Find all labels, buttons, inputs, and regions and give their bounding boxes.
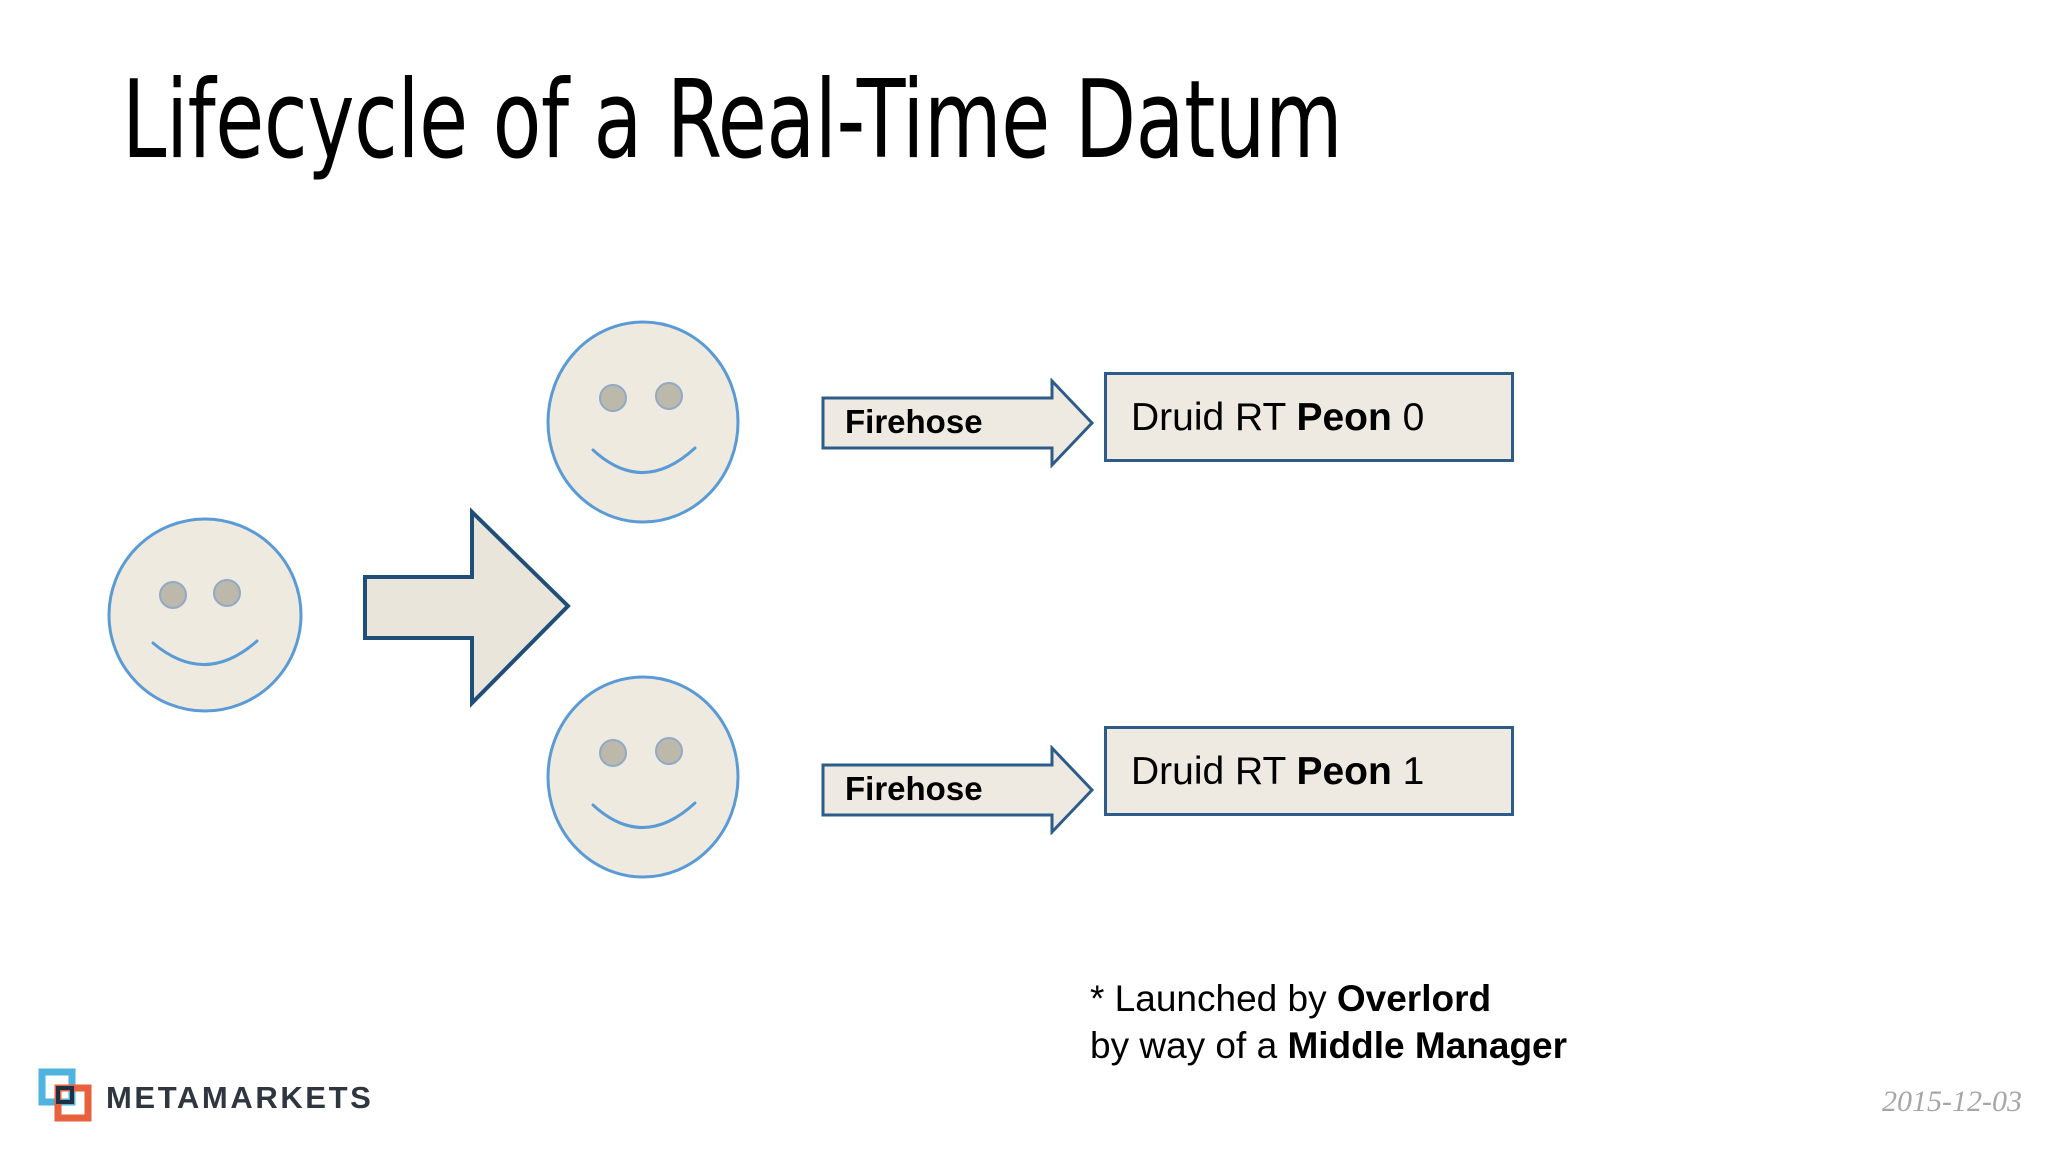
firehose-arrow-1 [820, 744, 1095, 840]
branch-1-face [543, 675, 743, 885]
datum-source-face [105, 515, 305, 720]
footnote-line-1-bold: Overlord [1336, 978, 1492, 1019]
druid-prefix-1: Druid RT [1131, 749, 1297, 793]
druid-rt-peon-0-box[interactable]: Druid RT Peon 0 [1104, 372, 1514, 462]
druid-bold-1: Peon [1296, 749, 1392, 793]
druid-suffix-0: 0 [1391, 395, 1425, 439]
footnote-line-2: by way of a Middle Manager [1090, 1022, 1567, 1069]
footnote: * Launched by Overlord by way of a Middl… [1090, 975, 1567, 1070]
druid-prefix-0: Druid RT [1131, 395, 1297, 439]
druid-suffix-1: 1 [1391, 749, 1425, 793]
logo-wordmark: METAMARKETS [106, 1080, 374, 1115]
branch-0-face [543, 320, 743, 530]
firehose-arrow-0 [820, 377, 1095, 473]
overlapping-squares-icon [38, 1068, 92, 1127]
footnote-line-2-prefix: by way of a [1090, 1025, 1288, 1067]
footnote-line-1-prefix: * Launched by [1090, 978, 1337, 1019]
firehose-label-1: Firehose [845, 770, 983, 807]
slide-date: 2015-12-03 [1882, 1085, 2022, 1118]
metamarkets-logo: METAMARKETS [38, 1068, 373, 1127]
footnote-line-1: * Launched by Overlord [1090, 975, 1567, 1022]
druid-rt-peon-1-box[interactable]: Druid RT Peon 1 [1104, 726, 1514, 816]
footnote-line-2-bold: Middle Manager [1287, 1025, 1568, 1067]
page-title: Lifecycle of a Real-Time Datum [122, 58, 1343, 183]
druid-bold-0: Peon [1296, 395, 1392, 439]
druid-rt-peon-0-label: Druid RT Peon 0 [1107, 398, 1424, 437]
druid-rt-peon-1-label: Druid RT Peon 1 [1107, 752, 1424, 791]
firehose-label-0: Firehose [845, 403, 983, 440]
split-arrow [360, 505, 575, 715]
